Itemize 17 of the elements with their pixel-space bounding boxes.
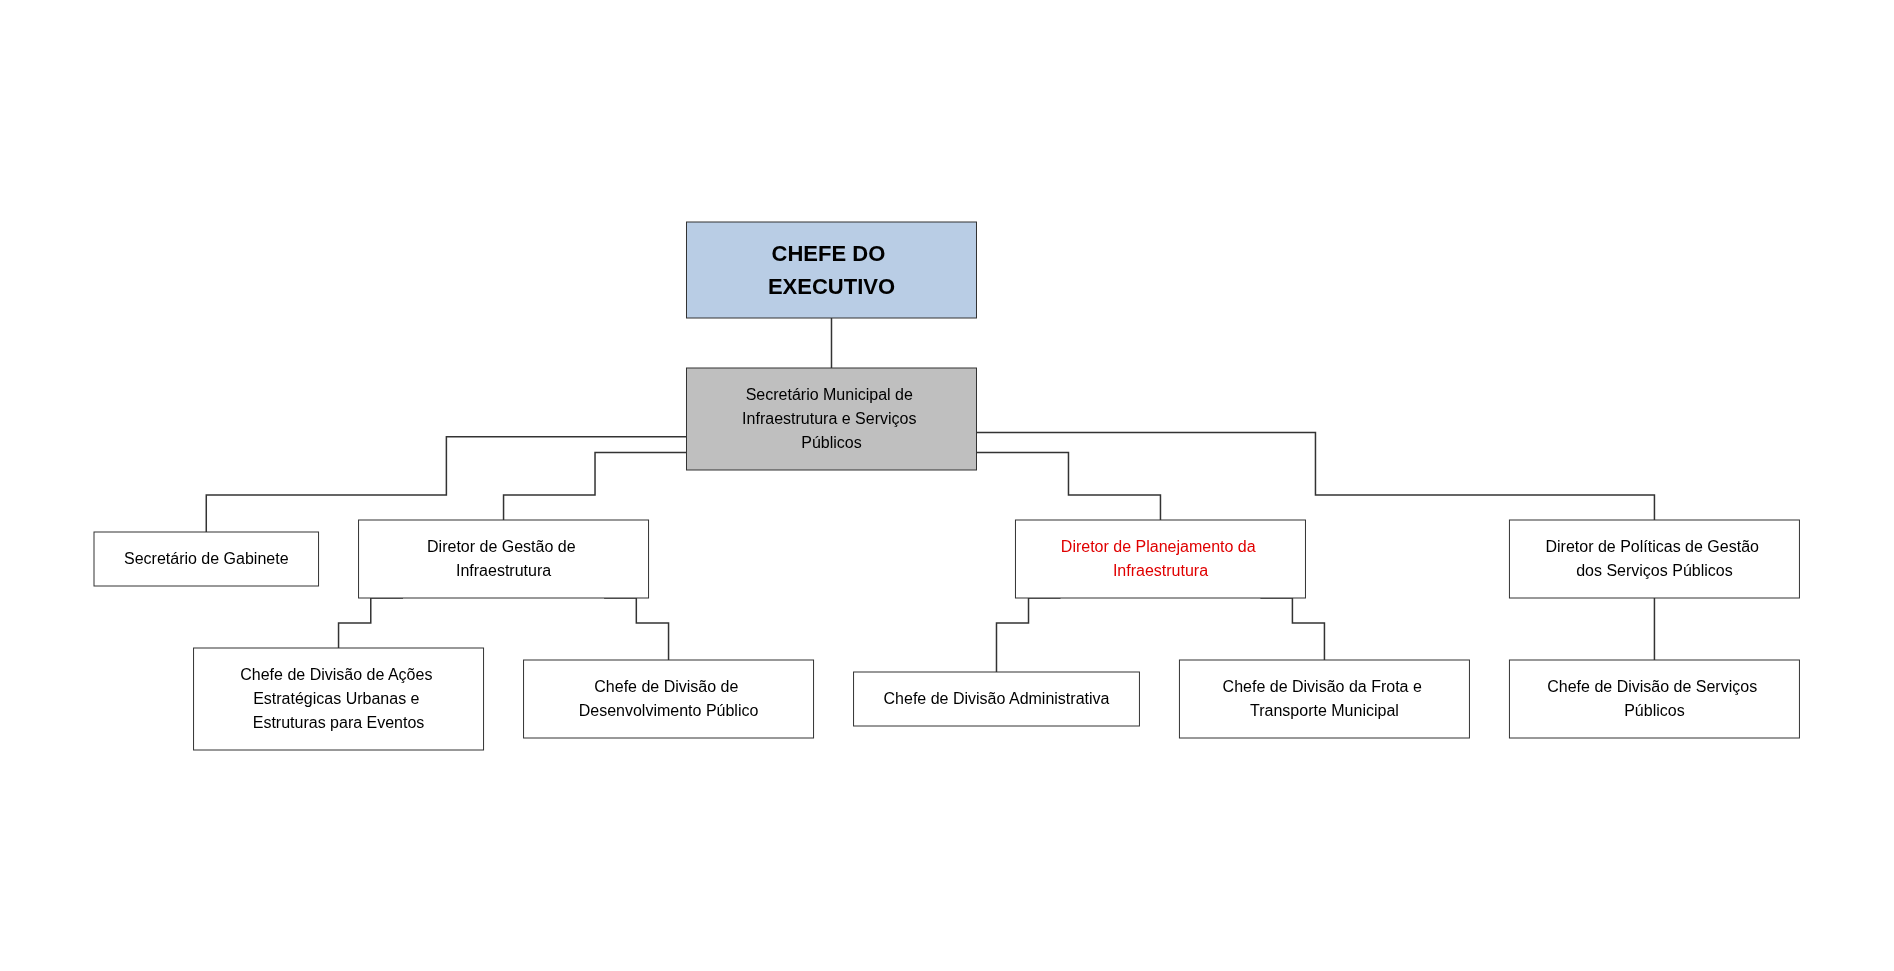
connector (976, 451, 1162, 521)
connector (831, 316, 833, 369)
node-box: Chefe de Divisão de Desenvolvimento Público (523, 659, 815, 738)
connector (976, 431, 1656, 521)
node-box: Secretário Municipal de Infraestrutura e Serviços Públicos (686, 367, 978, 470)
connector (205, 435, 688, 533)
node-box: Chefe de Divisão de Serviços Públicos (1509, 659, 1801, 738)
node-box: Chefe de Divisão da Frota e Transporte Municipal (1179, 659, 1471, 738)
node-box: Diretor de Planejamento da Infraestrutura (1015, 519, 1307, 598)
connector (1653, 596, 1656, 661)
node-box: Secretário de Gabinete (93, 531, 320, 586)
node-box: CHEFE DO EXECUTIVO (686, 221, 978, 318)
node-box: Diretor de Gestão de Infraestrutura (358, 519, 650, 598)
connector (503, 451, 688, 521)
node-box: Chefe de Divisão Administrativa (853, 671, 1141, 726)
node-box: Chefe de Divisão de Ações Estratégicas Urbanas e Estruturas para Eventos (193, 647, 485, 750)
node-box: Diretor de Políticas de Gestão dos Serviços Públicos (1509, 519, 1801, 598)
